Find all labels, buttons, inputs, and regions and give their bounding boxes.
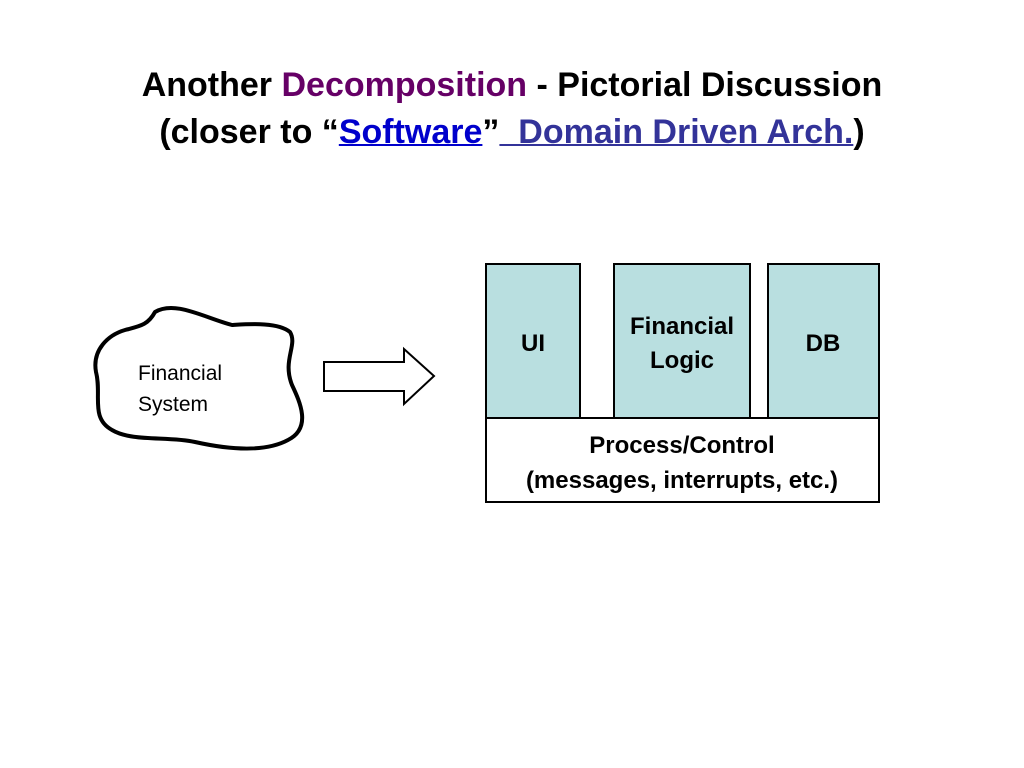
domain-driven-arch-link[interactable]: Domain Driven Arch. bbox=[499, 113, 854, 151]
cloud-label-line2: System bbox=[138, 393, 208, 416]
slide-title: Another Decomposition - Pictorial Discus… bbox=[0, 62, 1024, 156]
title-text: - Pictorial Discussion bbox=[527, 66, 883, 104]
financial-system-cloud bbox=[93, 306, 305, 451]
title-text: ) bbox=[853, 113, 865, 151]
title-quote: ” bbox=[482, 113, 500, 151]
ui-box bbox=[485, 263, 581, 419]
process-control-label-line2: (messages, interrupts, etc.) bbox=[526, 467, 838, 494]
financial-logic-label-line2: Logic bbox=[650, 347, 714, 374]
title-line-2: (closer to “Software” Domain Driven Arch… bbox=[0, 109, 1024, 156]
process-control-box bbox=[485, 417, 880, 503]
title-text: Another bbox=[141, 66, 282, 104]
db-box bbox=[767, 263, 880, 419]
ui-label: UI bbox=[521, 330, 545, 357]
cloud-label-line1: Financial bbox=[138, 362, 222, 385]
software-link[interactable]: Software bbox=[338, 113, 483, 151]
title-text: (closer to “ bbox=[159, 113, 339, 151]
process-control-label-line1: Process/Control bbox=[589, 432, 774, 459]
financial-logic-box bbox=[613, 263, 751, 419]
title-line-1: Another Decomposition - Pictorial Discus… bbox=[0, 62, 1024, 109]
financial-logic-label-line1: Financial bbox=[630, 313, 734, 340]
db-label: DB bbox=[806, 330, 841, 357]
right-arrow-icon bbox=[323, 346, 436, 407]
title-highlight-decomposition: Decomposition bbox=[281, 66, 528, 104]
